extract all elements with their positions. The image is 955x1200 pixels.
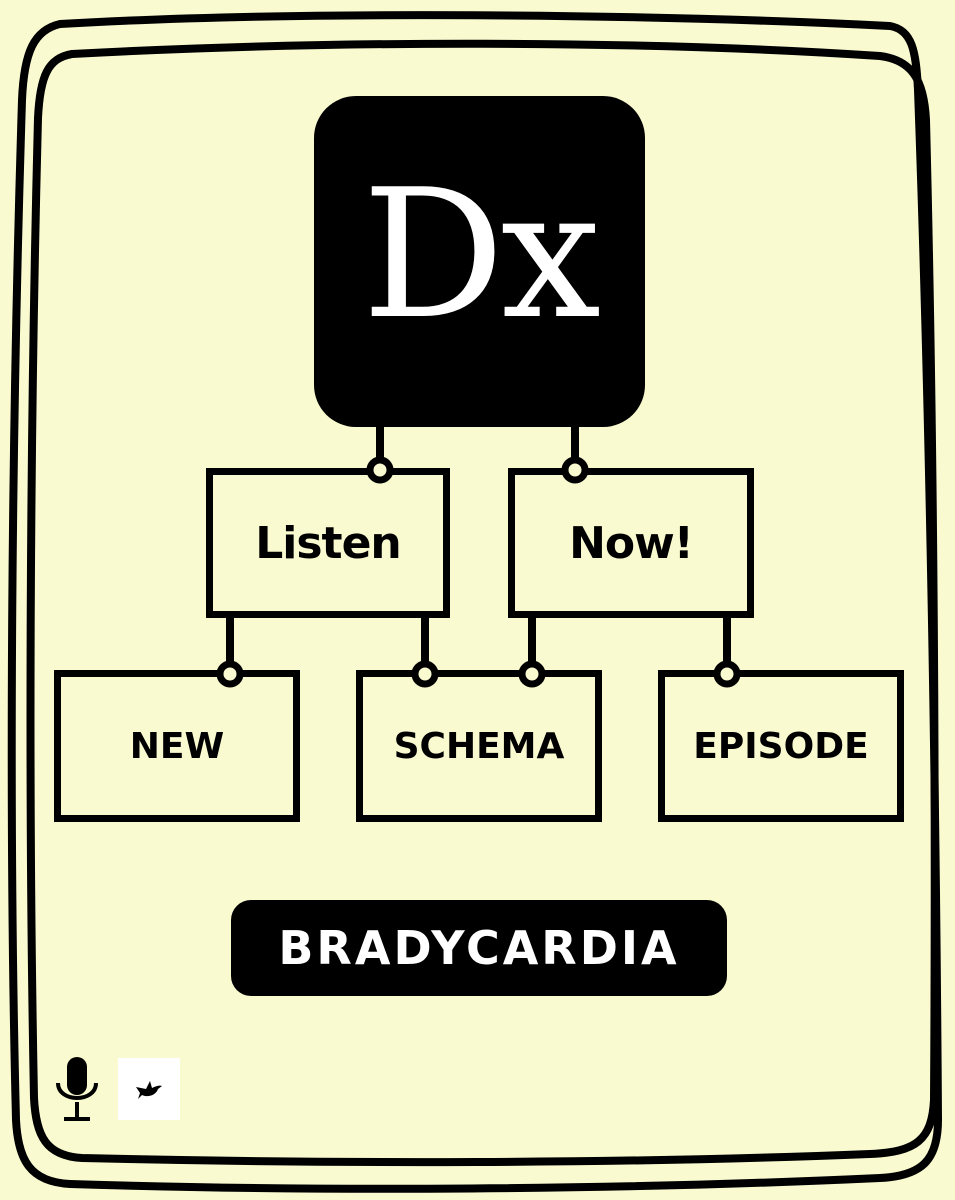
box-schema-label: SCHEMA bbox=[393, 725, 565, 767]
box-episode: EPISODE bbox=[658, 670, 904, 822]
box-new-label: NEW bbox=[129, 725, 225, 767]
bird-icon bbox=[136, 1081, 162, 1099]
box-now-label: Now! bbox=[569, 517, 694, 569]
box-listen: Listen bbox=[206, 468, 450, 618]
dx-logo: Dx bbox=[314, 96, 645, 427]
box-episode-label: EPISODE bbox=[693, 725, 869, 767]
bird-icon-tile bbox=[118, 1058, 180, 1120]
frame-outer-line bbox=[7, 11, 942, 1193]
topic-label: BRADYCARDIA bbox=[278, 921, 680, 975]
box-new: NEW bbox=[54, 670, 300, 822]
topic-banner: BRADYCARDIA bbox=[231, 900, 727, 996]
microphone-icon bbox=[56, 1057, 98, 1121]
box-now: Now! bbox=[508, 468, 754, 618]
box-schema: SCHEMA bbox=[356, 670, 602, 822]
logo-text: Dx bbox=[361, 150, 601, 358]
frame-inner-line bbox=[26, 39, 939, 1167]
box-listen-label: Listen bbox=[255, 517, 402, 569]
